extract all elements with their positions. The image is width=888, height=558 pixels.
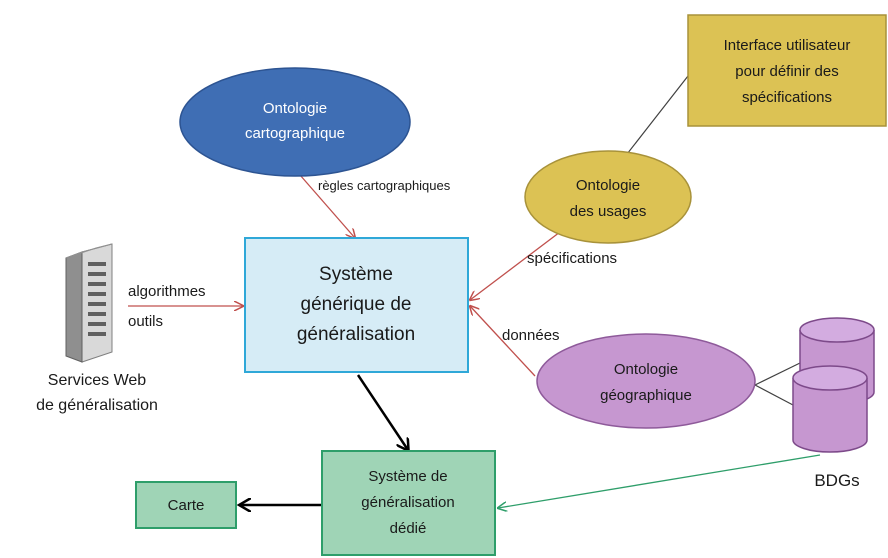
interface-utilisateur-line-1: Interface utilisateur: [724, 37, 851, 54]
ontologie-usages-line-1: Ontologie: [576, 177, 640, 194]
outils-label: outils: [128, 313, 163, 330]
systeme-dedie-line-3: dédié: [390, 520, 427, 537]
server-icon: [65, 243, 113, 363]
ontologie-usages-node: Ontologie des usages: [524, 150, 692, 244]
specifications-label: spécifications: [527, 250, 617, 267]
geographique-to-bdg-bottom-connector: [754, 384, 794, 406]
services-web-line-1: Services Web: [48, 372, 147, 389]
bdgs-to-dedie-arrow: [498, 454, 821, 508]
algorithmes-label: algorithmes: [128, 283, 206, 300]
ontologie-cartographique-line-1: Ontologie: [263, 100, 327, 117]
ontologie-geographique-line-2: géographique: [600, 387, 692, 404]
ontologie-cartographique-line-2: cartographique: [245, 125, 345, 142]
services-web-line-2: de généralisation: [36, 397, 158, 414]
systeme-dedie-node: Système de généralisation dédié: [321, 450, 496, 556]
geographique-to-bdg-top-connector: [754, 362, 801, 386]
regles-label: règles cartographiques: [318, 178, 451, 193]
interface-utilisateur-node: Interface utilisateur pour définir des s…: [687, 14, 887, 127]
ontologie-usages-line-2: des usages: [570, 203, 647, 220]
interface-utilisateur-line-2: pour définir des: [735, 63, 838, 80]
interface-utilisateur-line-3: spécifications: [742, 89, 832, 106]
systeme-generique-line-3: généralisation: [297, 324, 415, 345]
ontologie-cartographique-node: Ontologie cartographique: [179, 67, 411, 177]
systeme-generique-line-1: Système: [319, 264, 393, 285]
systeme-generique-node: Système générique de généralisation: [244, 237, 469, 373]
ontologie-geographique-node: Ontologie géographique: [536, 333, 756, 429]
bdgs-label: BDGs: [814, 471, 859, 490]
generique-to-dedie-arrow: [356, 374, 408, 450]
database-bottom-icon: [792, 365, 868, 453]
systeme-generique-line-2: générique de: [301, 294, 412, 315]
donnees-arrow: [470, 306, 536, 377]
carte-label: Carte: [168, 497, 205, 514]
systeme-dedie-line-2: généralisation: [361, 494, 454, 511]
ontologie-geographique-line-1: Ontologie: [614, 361, 678, 378]
systeme-dedie-line-1: Système de: [368, 468, 447, 485]
carte-node: Carte: [135, 481, 237, 529]
specifications-arrow: [470, 231, 561, 300]
donnees-label: données: [502, 327, 560, 344]
regles-arrow: [299, 174, 355, 238]
